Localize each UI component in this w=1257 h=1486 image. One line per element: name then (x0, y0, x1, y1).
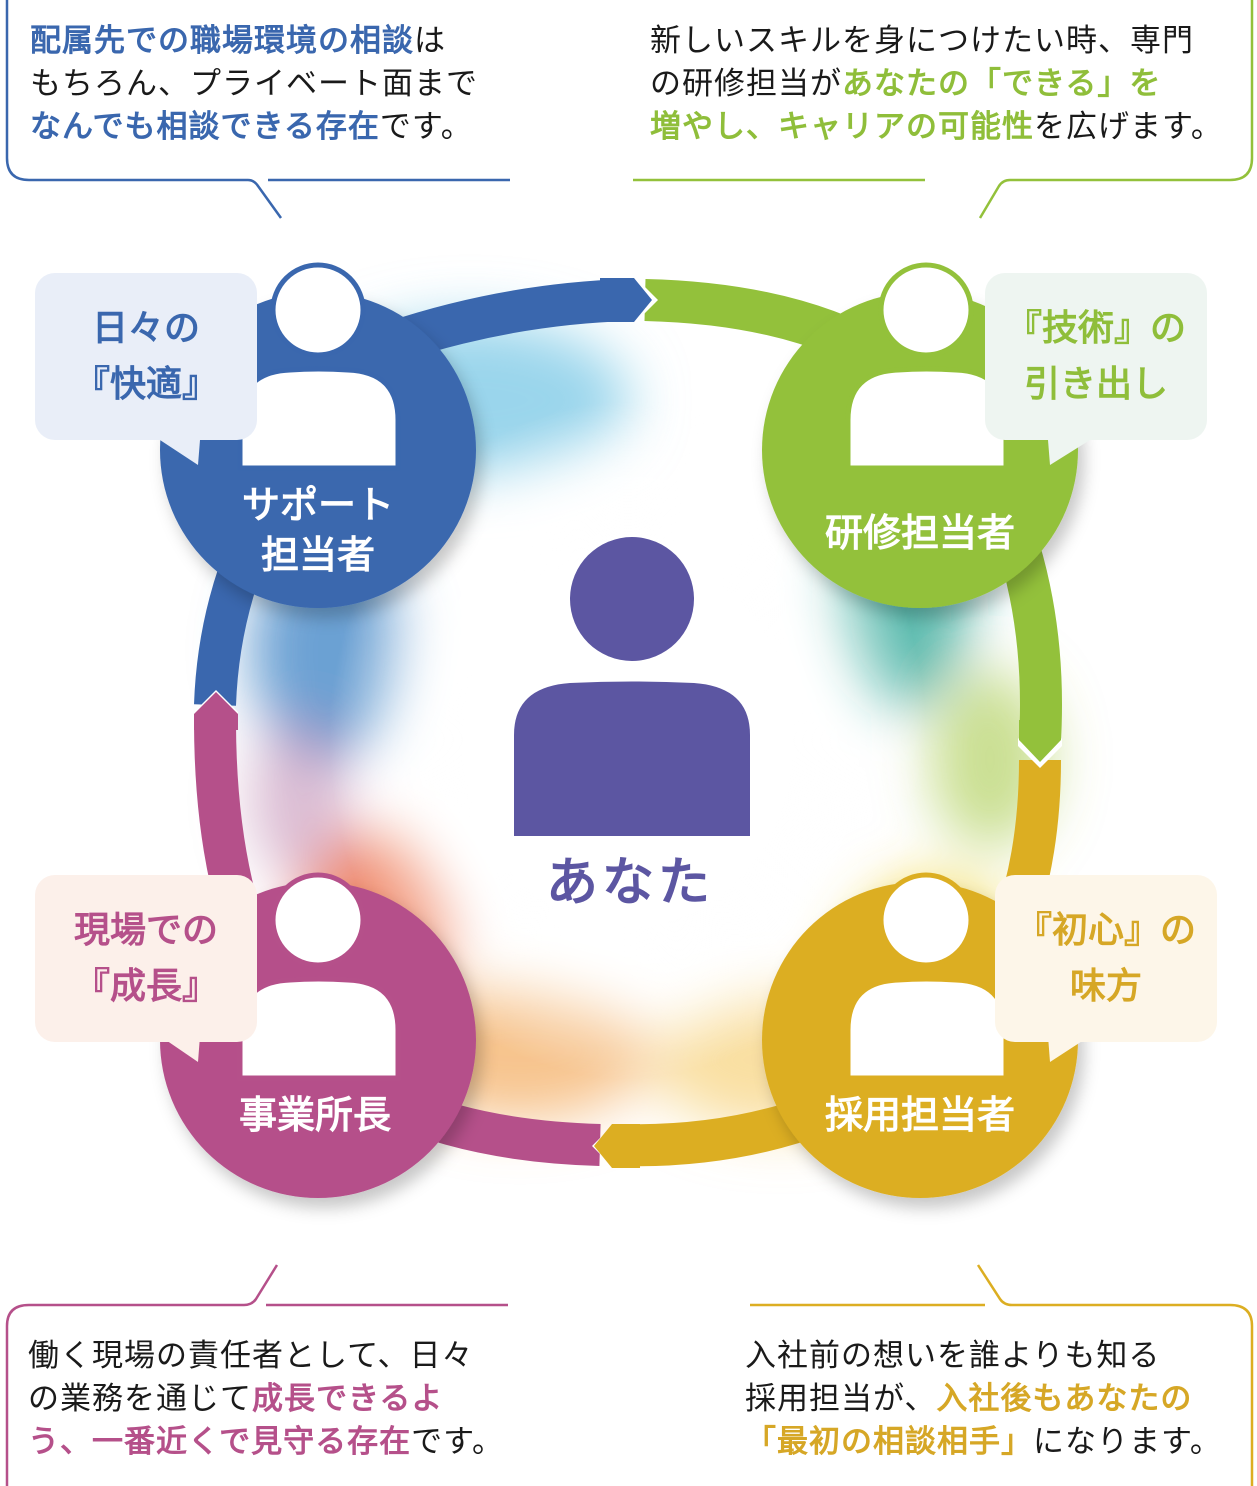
callout-frame-bottom-left (5, 1264, 508, 1486)
callout-frame-top-right (633, 0, 1254, 219)
callout-line: う、一番近くで見守る存在です。 (28, 1424, 504, 1460)
tag-training: 『技術』の 引き出し (985, 273, 1207, 440)
tag-tail-site-manager (160, 1036, 200, 1062)
center-label: あなた (545, 853, 714, 913)
callout-frame-bottom-right (750, 1264, 1254, 1486)
callout-line: 増やし、キャリアの可能性を広げます。 (650, 109, 1223, 145)
tag-tail-support (160, 440, 200, 465)
person-icon-training (845, 262, 1009, 471)
callout-bottom-right: 入社前の想いを誰よりも知る 採用担当が、入社後もあなたの 「最初の相談相手」にな… (745, 1335, 1222, 1464)
role-label-support: サポート 担当者 (241, 483, 394, 577)
role-label-site-manager: 事業所長 (238, 1093, 391, 1137)
role-label-recruiting: 採用担当者 (824, 1093, 1015, 1137)
callout-line: 新しいスキルを身につけたい時、専門 (650, 23, 1194, 59)
callout-line: 「最初の相談相手」になります。 (745, 1424, 1222, 1460)
ring-arrow-heads (194, 278, 1061, 1168)
role-label-training: 研修担当者 (824, 511, 1015, 555)
tag-recruiting: 『初心』の 味方 (995, 875, 1217, 1042)
tag-tail-training (1048, 440, 1090, 465)
center-person-icon (514, 537, 750, 836)
callout-line: の研修担当があなたの「できる」を (650, 66, 1162, 102)
callout-line: 入社前の想いを誰よりも知る (745, 1338, 1161, 1374)
callout-bottom-left: 働く現場の責任者として、日々 の業務を通じて成長できるよ う、一番近くで見守る存… (28, 1335, 504, 1464)
callout-line: 配属先での職場環境の相談は (30, 23, 446, 59)
callout-line: の業務を通じて成長できるよ (28, 1381, 444, 1417)
person-icon-site-manager (237, 872, 401, 1081)
callout-line: 採用担当が、入社後もあなたの (745, 1381, 1193, 1417)
tag-support: 日々の 『快適』 (35, 273, 257, 440)
callout-frame-top-left (5, 0, 510, 219)
callout-line: なんでも相談できる存在です。 (30, 109, 473, 145)
callout-top-right: 新しいスキルを身につけたい時、専門 の研修担当があなたの「できる」を 増やし、キ… (650, 20, 1223, 149)
callout-top-left: 配属先での職場環境の相談は もちろん、プライベート面まで なんでも相談できる存在… (30, 20, 478, 149)
callout-line: もちろん、プライベート面まで (30, 66, 478, 102)
tag-tail-recruiting (1048, 1036, 1090, 1062)
callout-line: 働く現場の責任者として、日々 (28, 1338, 474, 1374)
tag-site-manager: 現場での 『成長』 (35, 875, 257, 1042)
